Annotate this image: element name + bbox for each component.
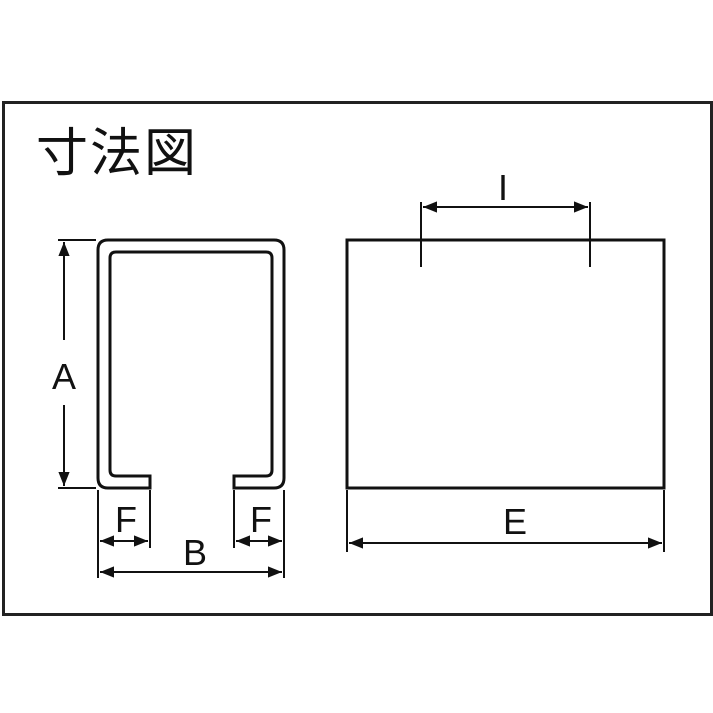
dimension-f-right [233, 490, 285, 578]
dimension-e [346, 490, 665, 552]
dimension-i [420, 201, 591, 267]
label-i: I [498, 167, 508, 208]
side-view-rect [345, 238, 666, 490]
label-f-left: F [115, 499, 137, 540]
label-e: E [503, 501, 527, 542]
dimension-f-left [97, 490, 151, 578]
drawing-title: 寸法図 [36, 124, 199, 184]
label-b: B [183, 532, 207, 573]
dimension-a [58, 239, 96, 489]
label-a: A [52, 356, 76, 397]
drawing-frame [2, 101, 713, 616]
label-f-right: F [250, 499, 272, 540]
channel-profile [96, 238, 286, 490]
